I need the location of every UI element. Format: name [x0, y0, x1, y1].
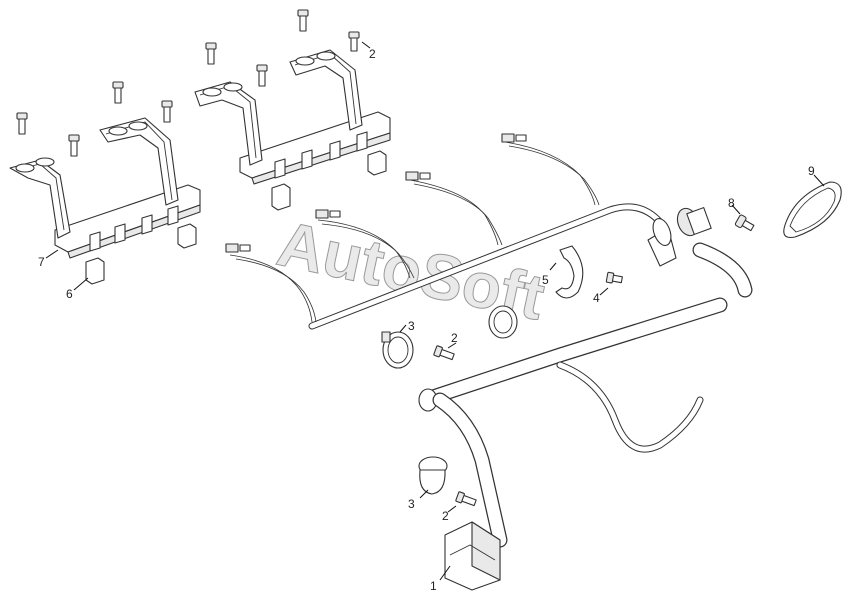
callout-3a: 3	[408, 319, 415, 333]
callout-9: 9	[808, 164, 815, 178]
callout-1: 1	[430, 579, 437, 593]
return-hose	[556, 361, 704, 453]
crossover-pipe	[418, 242, 753, 412]
sensor-bracket	[444, 521, 501, 591]
seal-ring	[783, 181, 842, 239]
callout-5: 5	[542, 273, 549, 287]
callout-2b: 2	[451, 331, 458, 345]
fuel-rail	[308, 203, 664, 330]
callout-4: 4	[593, 291, 600, 305]
clips	[85, 150, 387, 285]
callout-2c: 2	[442, 509, 449, 523]
callout-7: 7	[38, 255, 45, 269]
callout-3b: 3	[408, 497, 415, 511]
injector-leads	[225, 133, 600, 323]
callout-8: 8	[728, 196, 735, 210]
rail-bracket-right	[194, 49, 391, 185]
callout-2a: 2	[369, 47, 376, 61]
rail-bracket-left	[9, 117, 201, 259]
hose-clamps	[381, 305, 518, 495]
callouts: 1 2 2 2 3 3 4 5 6 7 8 9	[38, 41, 825, 593]
main-hose	[432, 392, 508, 548]
callout-6: 6	[66, 287, 73, 301]
pipe-clip	[555, 245, 584, 299]
bolts	[16, 9, 755, 507]
pressure-fitting	[647, 207, 712, 267]
